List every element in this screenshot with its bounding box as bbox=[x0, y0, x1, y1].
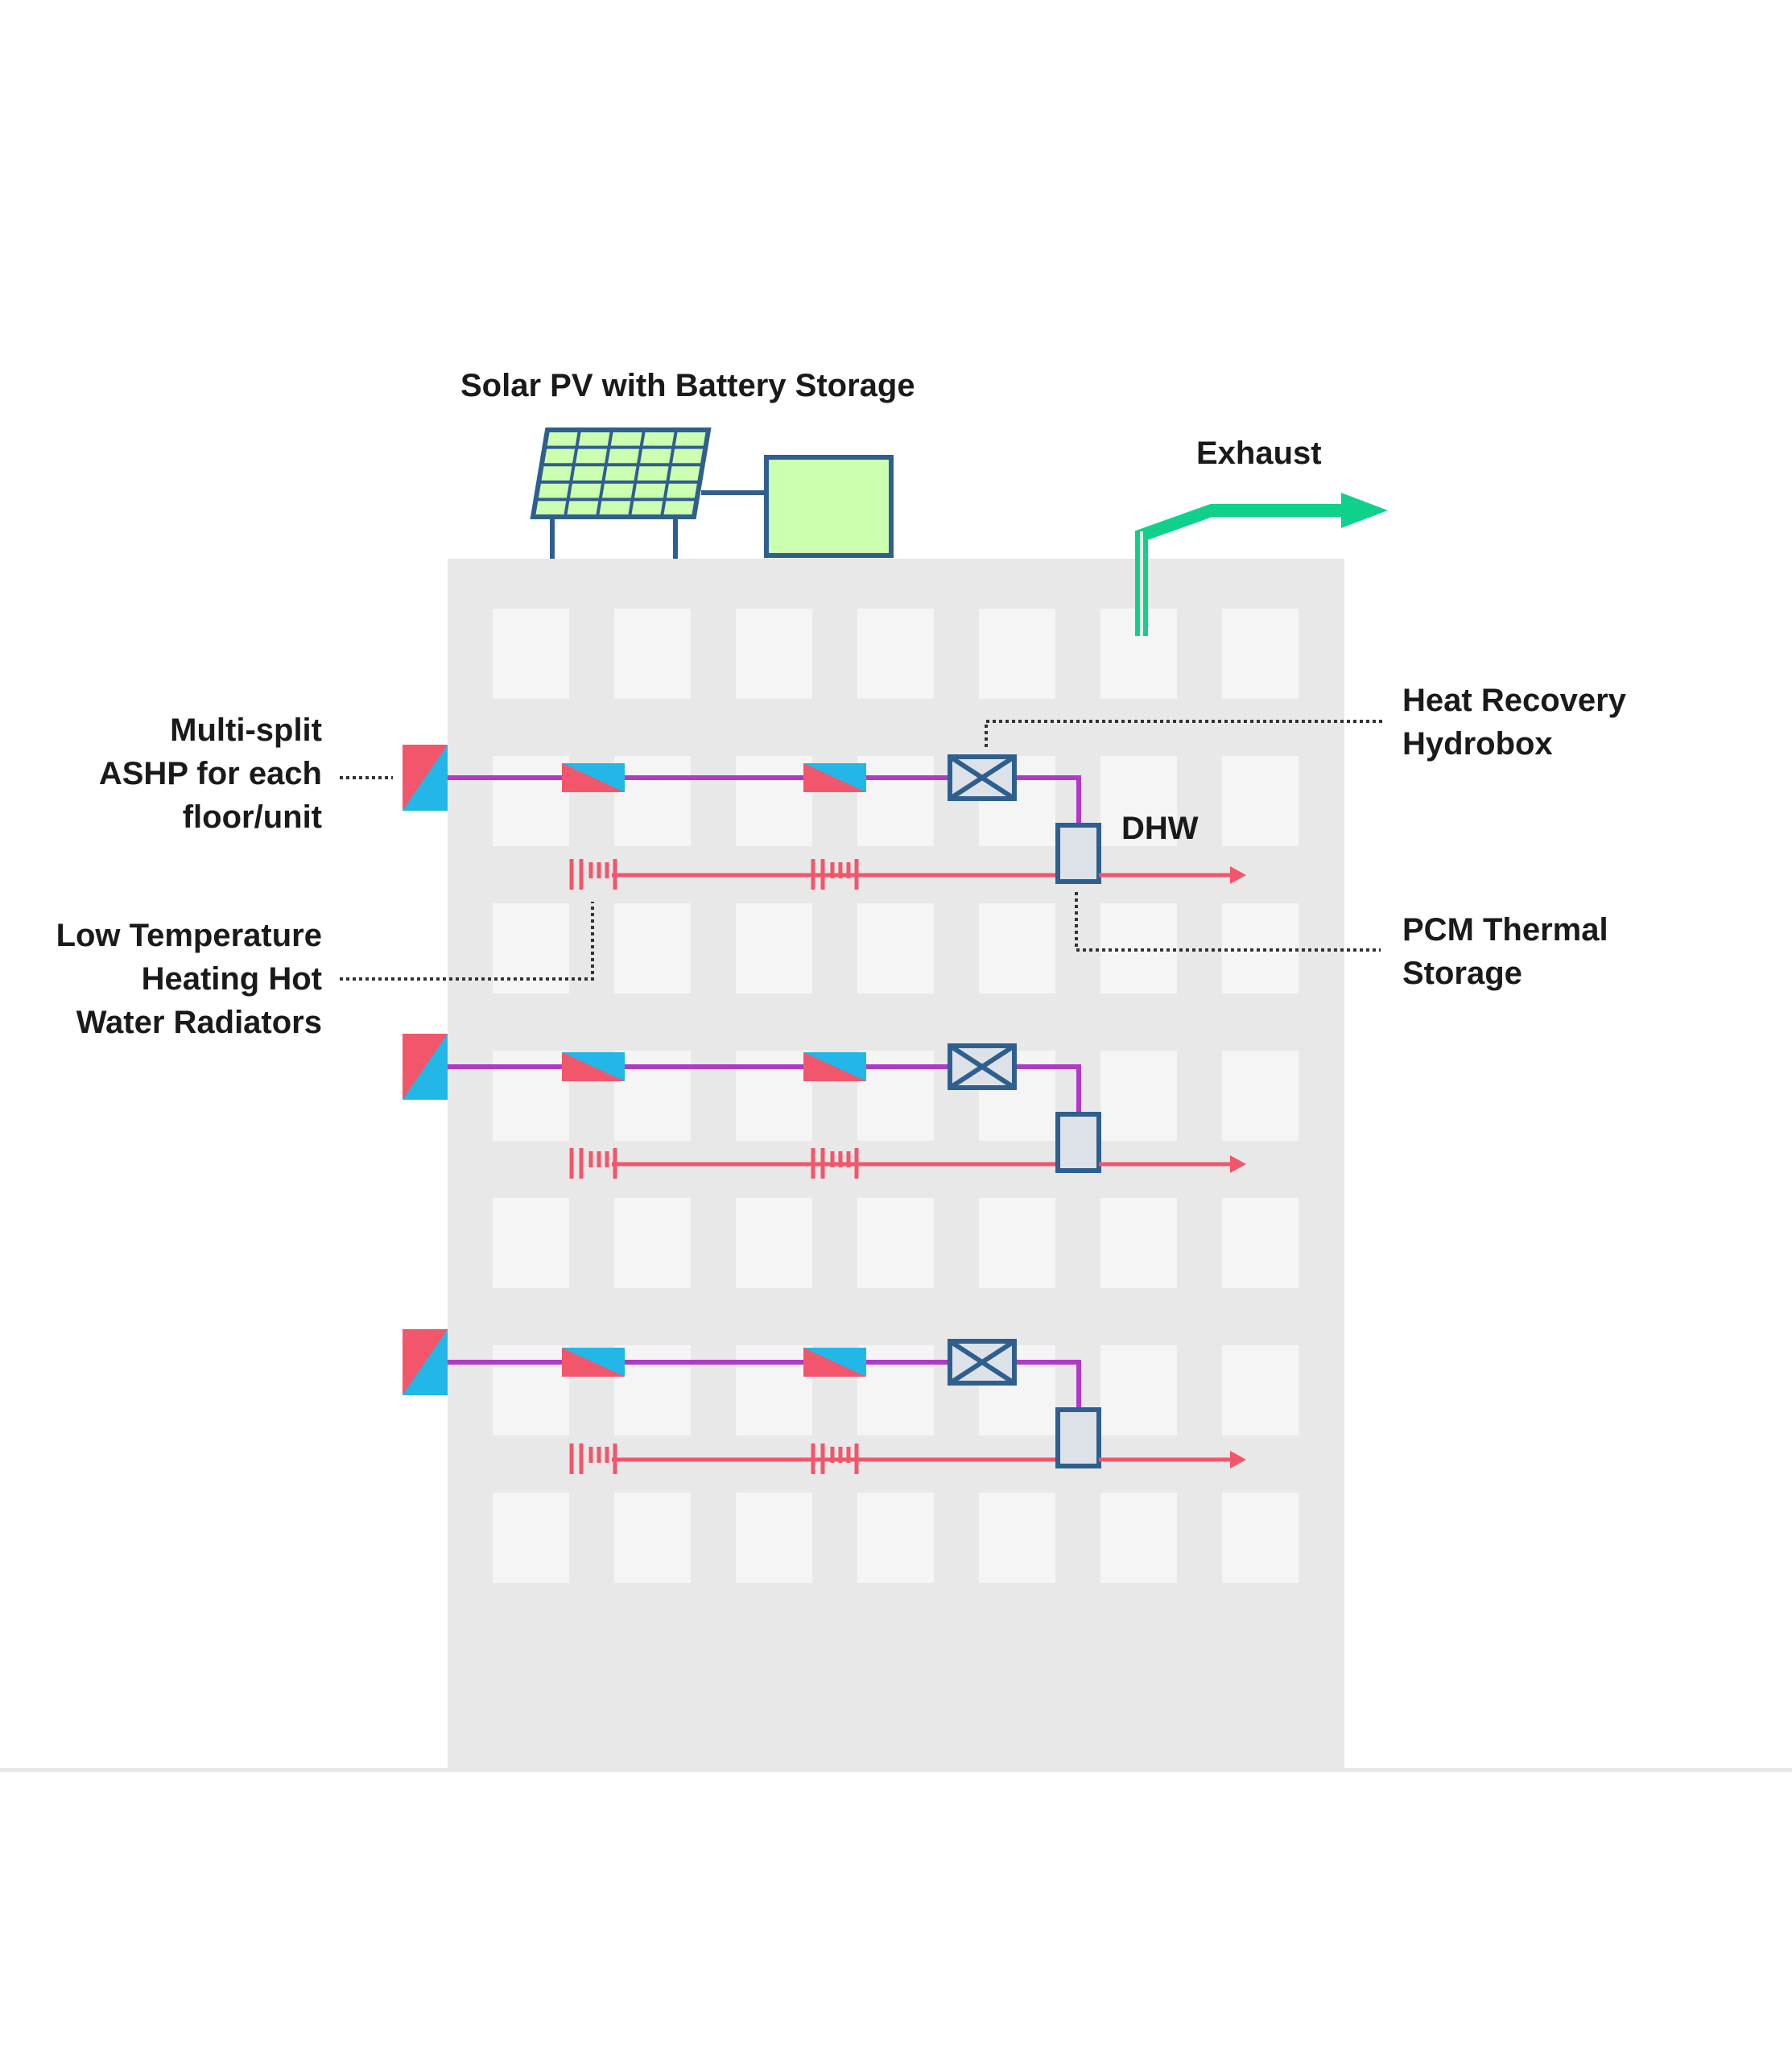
indoor-split-unit-icon bbox=[562, 1052, 625, 1081]
leader-pcm bbox=[1075, 892, 1381, 952]
window bbox=[979, 903, 1055, 993]
pcm-storage-tank-icon bbox=[1055, 823, 1101, 884]
window bbox=[736, 1198, 812, 1288]
window bbox=[857, 903, 934, 993]
window bbox=[1222, 1051, 1299, 1141]
window bbox=[1100, 903, 1177, 993]
window bbox=[614, 1493, 691, 1583]
radiator-icon bbox=[569, 859, 617, 890]
window bbox=[736, 1493, 812, 1583]
window bbox=[493, 903, 569, 993]
indoor-split-unit-icon bbox=[803, 763, 866, 792]
solar-cell-divider bbox=[660, 429, 678, 518]
window bbox=[736, 756, 812, 846]
window bbox=[857, 756, 934, 846]
floor-system bbox=[403, 745, 1246, 890]
radiator-icon bbox=[811, 859, 859, 890]
exhaust-duct-icon bbox=[1135, 493, 1388, 636]
radiator-icon bbox=[811, 1444, 859, 1474]
solar-pv-label: Solar PV with Battery Storage bbox=[460, 368, 915, 403]
window bbox=[857, 1198, 934, 1288]
solar-cell-divider bbox=[628, 429, 646, 518]
dhw-arrow bbox=[1099, 1451, 1246, 1468]
window bbox=[493, 1493, 569, 1583]
pcm-storage-tank-icon bbox=[1055, 1112, 1101, 1173]
window bbox=[493, 1051, 569, 1141]
floor-system bbox=[403, 1329, 1246, 1474]
window bbox=[493, 1345, 569, 1435]
window bbox=[614, 903, 691, 993]
radiator-icon bbox=[569, 1444, 617, 1474]
solar-cell-divider bbox=[564, 429, 581, 518]
ashp-label: Multi-split ASHP for each floor/unit bbox=[98, 712, 322, 835]
window bbox=[493, 1198, 569, 1288]
window bbox=[736, 903, 812, 993]
radiator-icon bbox=[569, 1148, 617, 1179]
indoor-split-unit-icon bbox=[803, 1348, 866, 1377]
solar-cell-divider bbox=[596, 429, 613, 518]
floor-system bbox=[403, 1034, 1246, 1179]
heat-recovery-hydrobox-icon bbox=[948, 1339, 1017, 1386]
indoor-split-unit-icon bbox=[562, 1348, 625, 1377]
dhw-arrow bbox=[1099, 1155, 1246, 1173]
window bbox=[1100, 1198, 1177, 1288]
window bbox=[614, 609, 691, 699]
ashp-outdoor-unit-icon bbox=[403, 1329, 448, 1395]
pcm-thermal-storage-label: PCM Thermal Storage bbox=[1402, 912, 1608, 991]
window bbox=[493, 609, 569, 699]
radiators-label: Low Temperature Heating Hot Water Radiat… bbox=[56, 918, 322, 1040]
solar-panel-icon bbox=[530, 427, 712, 559]
floor-systems bbox=[403, 745, 1246, 1474]
window bbox=[614, 1345, 691, 1435]
window bbox=[614, 756, 691, 846]
heat-recovery-hydrobox-icon bbox=[948, 754, 1017, 801]
window bbox=[614, 1198, 691, 1288]
heat-recovery-hydrobox-icon bbox=[948, 1043, 1017, 1090]
window bbox=[979, 609, 1055, 699]
ashp-outdoor-unit-icon bbox=[403, 745, 448, 811]
window bbox=[736, 1345, 812, 1435]
leader-lines bbox=[340, 720, 1385, 981]
ashp-outdoor-unit-icon bbox=[403, 1034, 448, 1100]
window bbox=[1100, 1345, 1177, 1435]
window bbox=[857, 1051, 934, 1141]
window bbox=[736, 1051, 812, 1141]
window bbox=[1222, 1345, 1299, 1435]
window bbox=[493, 756, 569, 846]
window bbox=[736, 609, 812, 699]
leader-heat-recovery bbox=[985, 720, 1385, 747]
leader-radiators bbox=[340, 902, 594, 981]
window bbox=[1222, 609, 1299, 699]
battery-icon bbox=[764, 455, 894, 558]
refrigerant-pipe bbox=[448, 1360, 1081, 1407]
refrigerant-pipe bbox=[448, 1064, 1081, 1112]
heat-recovery-label: Heat Recovery Hydrobox bbox=[1402, 683, 1626, 762]
window bbox=[1100, 1051, 1177, 1141]
window bbox=[1222, 1493, 1299, 1583]
window bbox=[857, 609, 934, 699]
window bbox=[1222, 756, 1299, 846]
exhaust-label: Exhaust bbox=[1196, 436, 1322, 471]
window bbox=[1222, 903, 1299, 993]
dhw-label: DHW bbox=[1121, 811, 1199, 846]
indoor-split-unit-icon bbox=[562, 763, 625, 792]
window bbox=[857, 1345, 934, 1435]
dhw-arrow bbox=[1099, 866, 1246, 884]
window bbox=[1100, 756, 1177, 846]
radiator-icon bbox=[811, 1148, 859, 1179]
window bbox=[1100, 1493, 1177, 1583]
window bbox=[614, 1051, 691, 1141]
indoor-split-unit-icon bbox=[803, 1052, 866, 1081]
window bbox=[857, 1493, 934, 1583]
window bbox=[1222, 1198, 1299, 1288]
pcm-storage-tank-icon bbox=[1055, 1407, 1101, 1468]
window bbox=[979, 1493, 1055, 1583]
window bbox=[979, 1198, 1055, 1288]
refrigerant-pipe bbox=[448, 775, 1081, 823]
